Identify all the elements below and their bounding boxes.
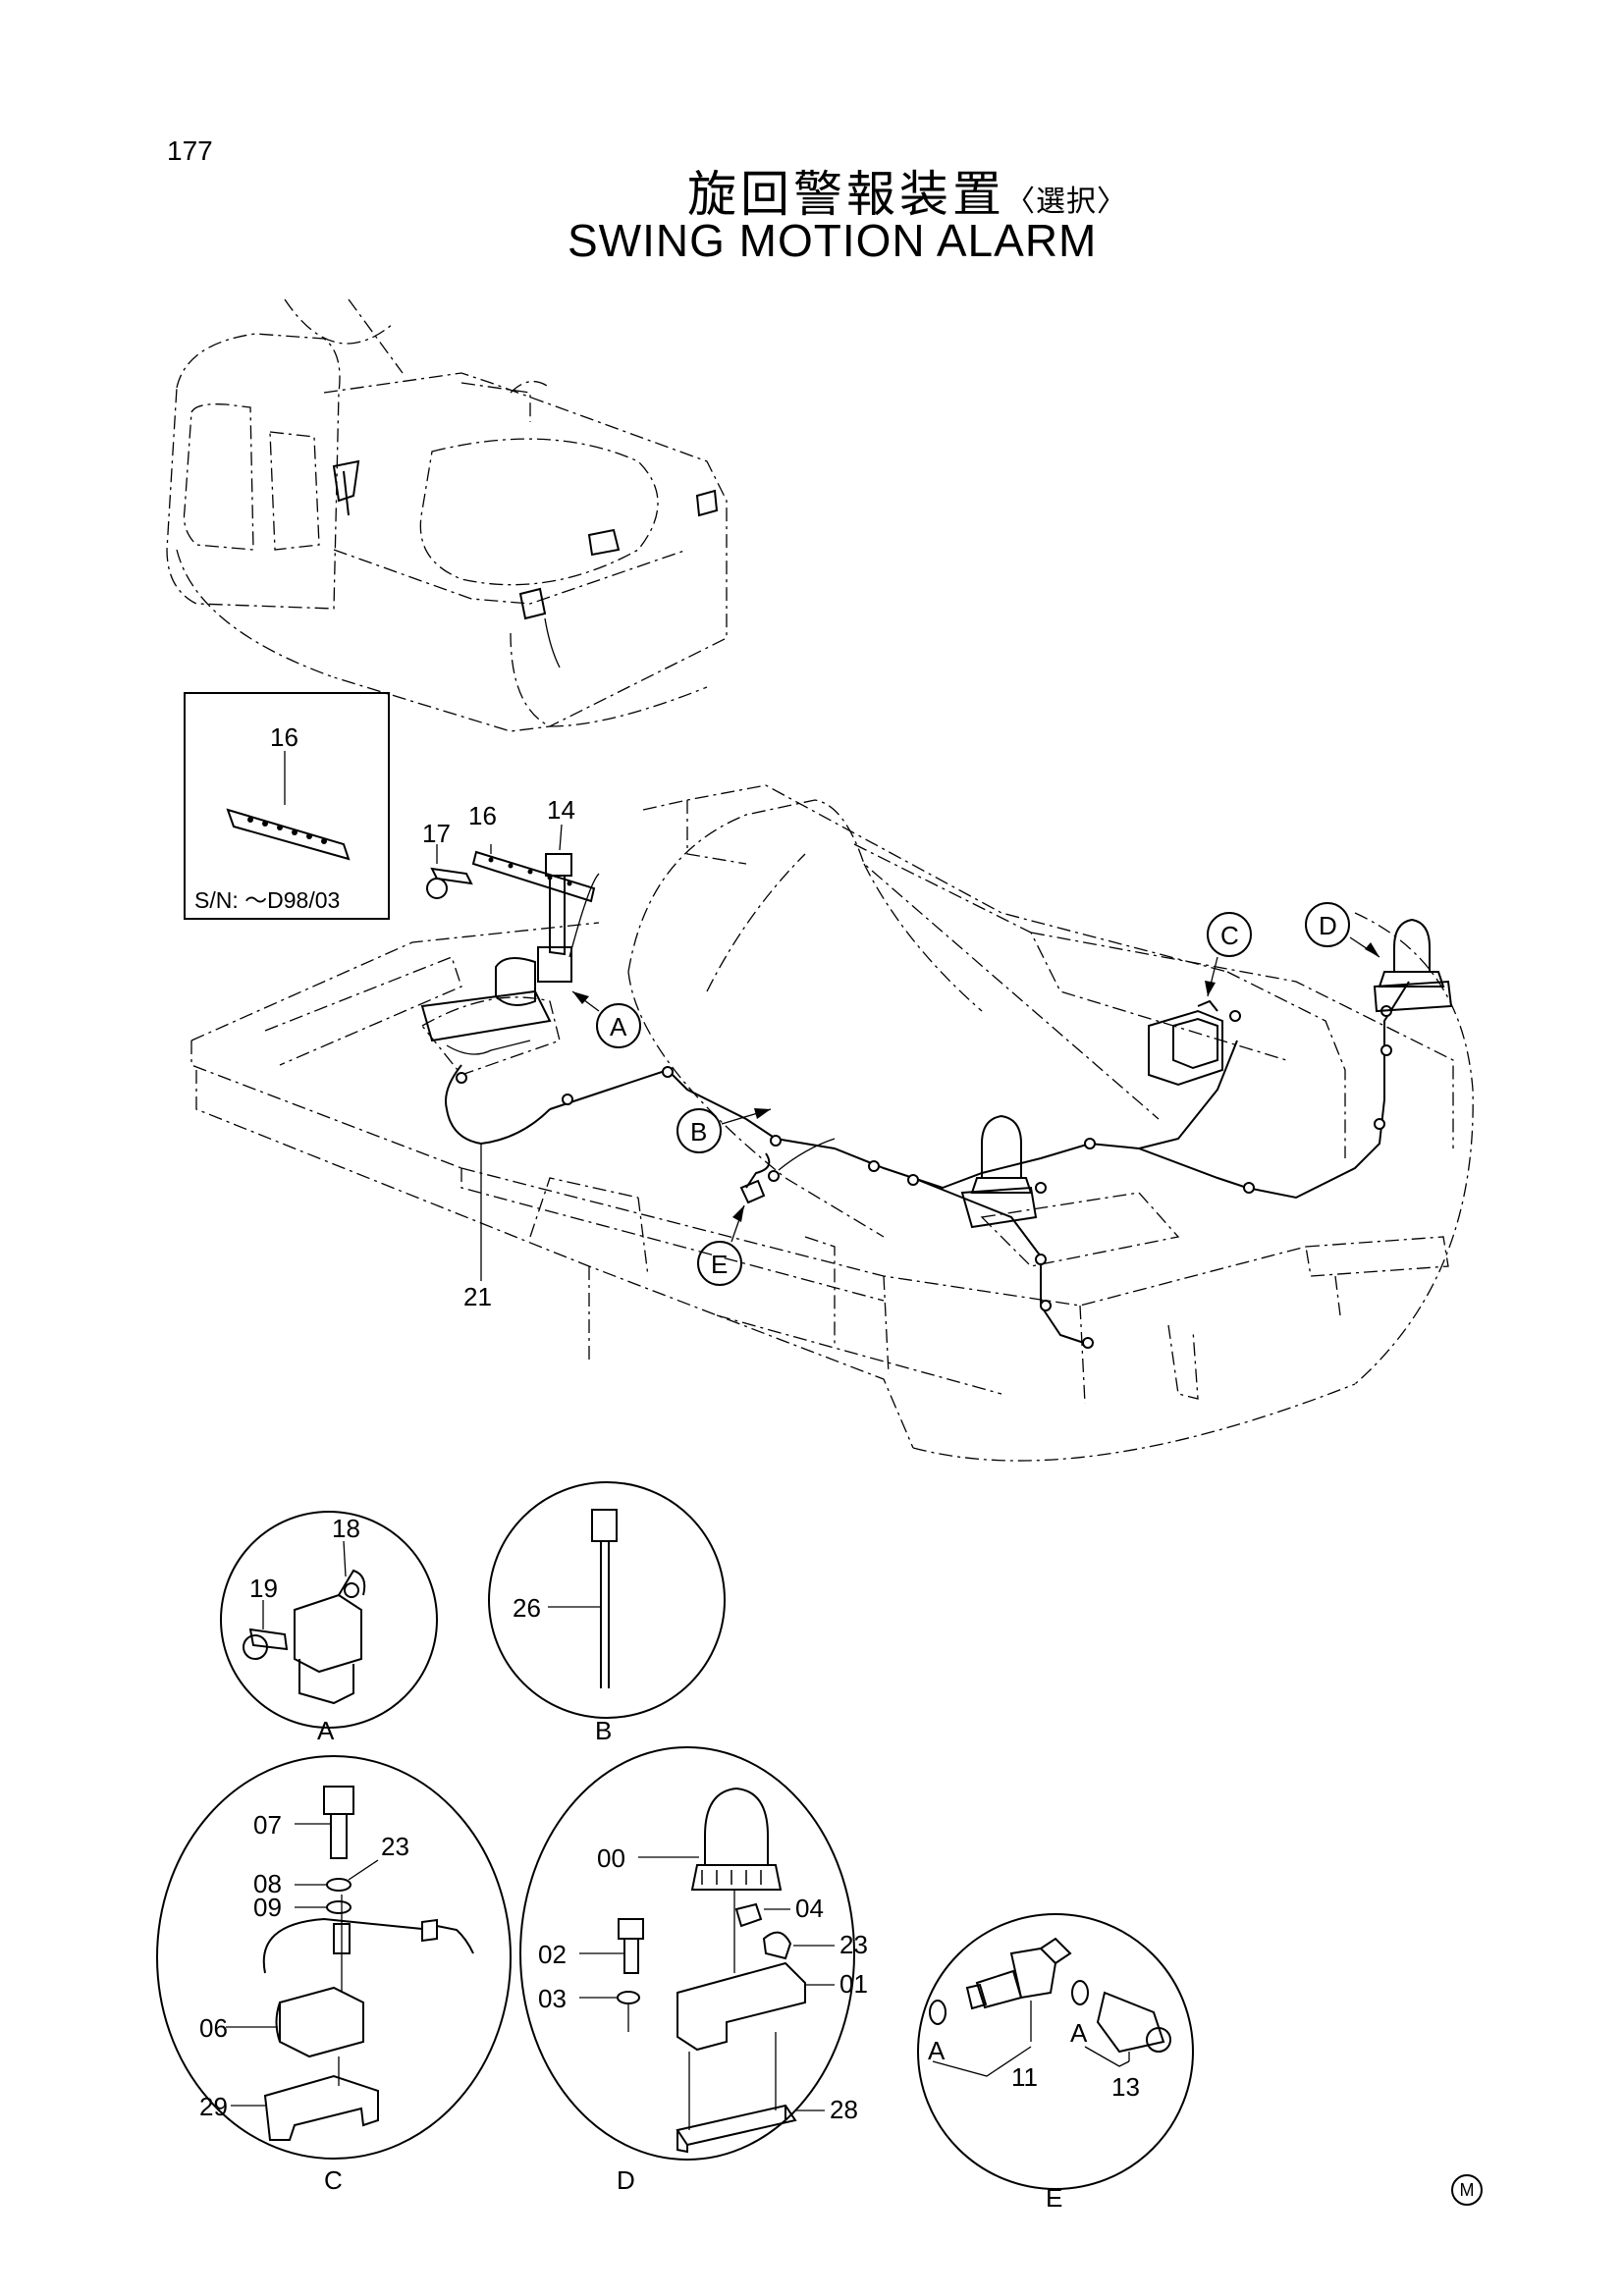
title-japanese-optional: 〈選択〉 <box>1005 185 1127 219</box>
buzzer-assembly-location-a: 17 16 14 <box>420 795 600 1055</box>
part-number-07: 07 <box>253 1810 282 1840</box>
callout-a: A <box>571 990 641 1048</box>
detail-c-label: C <box>324 2165 343 2195</box>
harness-clamps <box>456 1005 1392 1349</box>
part-number-28: 28 <box>830 2095 858 2124</box>
detail-e: A A 11 13 E <box>917 1913 1194 2213</box>
detail-e-label: E <box>1046 2183 1062 2213</box>
part-number-16: 16 <box>468 801 497 830</box>
part-number-09: 09 <box>253 1893 282 1922</box>
callout-e-label: E <box>711 1250 728 1279</box>
pressure-switch-location-e <box>739 1138 836 1204</box>
detail-a: 18 19 A <box>220 1511 438 1745</box>
inset-serial-note: S/N: ～D98/03 <box>194 887 340 913</box>
callout-c: C <box>1205 912 1252 997</box>
part-number-13: 13 <box>1111 2072 1140 2102</box>
wire-harness-21: 21 <box>445 981 1410 1349</box>
detail-b-label: B <box>595 1716 612 1745</box>
excavator-overview <box>166 298 728 732</box>
inset-early-serial: 16 S/N: ～D98/03 <box>184 692 390 920</box>
title-japanese-main: 旋回警報装置 <box>687 166 1005 223</box>
detail-a-label: A <box>317 1716 335 1745</box>
part-number-18: 18 <box>332 1514 360 1543</box>
detail-d-label: D <box>617 2165 635 2195</box>
part-number-29: 29 <box>199 2092 228 2121</box>
callout-e: E <box>697 1204 745 1286</box>
title-japanese: 旋回警報装置〈選択〉 <box>687 155 1127 226</box>
callout-d: D <box>1305 902 1380 958</box>
part-number-19: 19 <box>249 1574 278 1603</box>
relay-location-c <box>1148 999 1223 1087</box>
warning-lamp-location-d <box>1373 918 1453 1013</box>
part-number-06: 06 <box>199 2013 228 2043</box>
page-number: 177 <box>167 135 213 166</box>
upper-frame-main <box>190 784 1474 1462</box>
warning-lamp-center <box>960 1114 1038 1229</box>
part-number-14: 14 <box>547 795 575 825</box>
part-label-a-2: A <box>1070 2018 1088 2048</box>
part-number-01: 01 <box>839 1969 868 1999</box>
part-number-17: 17 <box>422 819 451 848</box>
part-number-02: 02 <box>538 1940 567 1969</box>
callout-c-label: C <box>1220 921 1239 950</box>
part-number-21: 21 <box>463 1282 492 1311</box>
part-number-03: 03 <box>538 1984 567 2013</box>
bracket-holes-inset <box>247 817 327 844</box>
part-number-23-c: 23 <box>381 1832 409 1861</box>
part-number-00: 00 <box>597 1843 625 1873</box>
part-number-11: 11 <box>1011 2062 1038 2092</box>
part-number-23-d: 23 <box>839 1930 868 1959</box>
part-number-04: 04 <box>795 1894 824 1923</box>
title-english: SWING MOTION ALARM <box>568 215 1098 266</box>
callout-b-label: B <box>690 1117 707 1147</box>
part-label-a-1: A <box>928 2036 946 2065</box>
part-number-08: 08 <box>253 1869 282 1898</box>
callout-d-label: D <box>1319 911 1337 940</box>
callout-b: B <box>676 1108 772 1153</box>
detail-b: 26 B <box>488 1481 726 1745</box>
corner-mark: M <box>1451 2174 1483 2206</box>
detail-d: 00 04 23 02 03 01 28 D <box>519 1746 868 2195</box>
part-number-16-inset: 16 <box>270 722 298 752</box>
callout-a-label: A <box>610 1012 627 1041</box>
detail-c: 07 08 09 23 06 29 C <box>156 1755 512 2195</box>
part-number-26: 26 <box>513 1593 541 1623</box>
